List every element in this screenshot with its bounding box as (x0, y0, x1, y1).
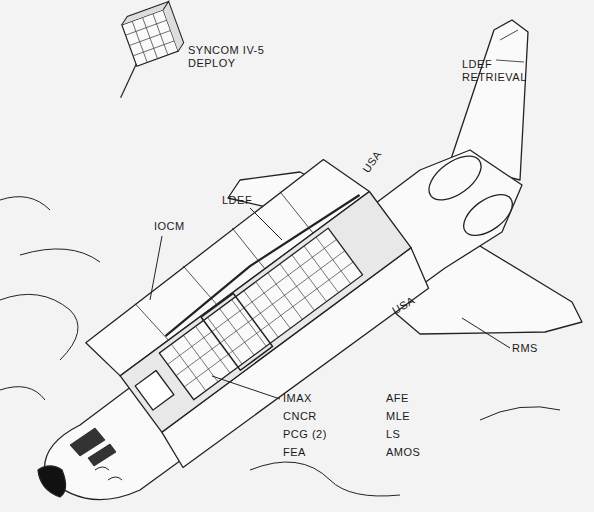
label-text: LDEF RETRIEVAL (462, 58, 534, 84)
rms-arm (162, 189, 360, 338)
windows (70, 428, 116, 466)
oms-pod (457, 186, 520, 243)
syncom-satellite (95, 1, 194, 97)
ldef-cylinder (159, 228, 362, 400)
bay-floor (120, 191, 411, 432)
payload-bay (82, 149, 436, 472)
leader-lines (150, 208, 510, 399)
label-text: PCG (2) (283, 428, 353, 441)
iocm-box (135, 370, 174, 410)
nose-cap (38, 466, 66, 497)
label-text: AFE (386, 392, 456, 405)
label-text: CNCR (283, 410, 353, 423)
oms-pod (421, 147, 488, 208)
label-text: RMS (512, 342, 552, 355)
label-text: SYNCOM IV-5 DEPLOY (188, 44, 273, 70)
label-text: USA (360, 140, 390, 175)
label-text: IMAX (283, 392, 353, 405)
label-text: AMOS (386, 446, 456, 459)
label-text: USA (390, 289, 426, 317)
orbiter (38, 20, 582, 500)
label-text: MLE (386, 410, 456, 423)
label-text: FEA (283, 446, 353, 459)
label-text: IOCM (154, 220, 194, 233)
label-text: LDEF (222, 194, 262, 207)
label-text: LS (386, 428, 456, 441)
